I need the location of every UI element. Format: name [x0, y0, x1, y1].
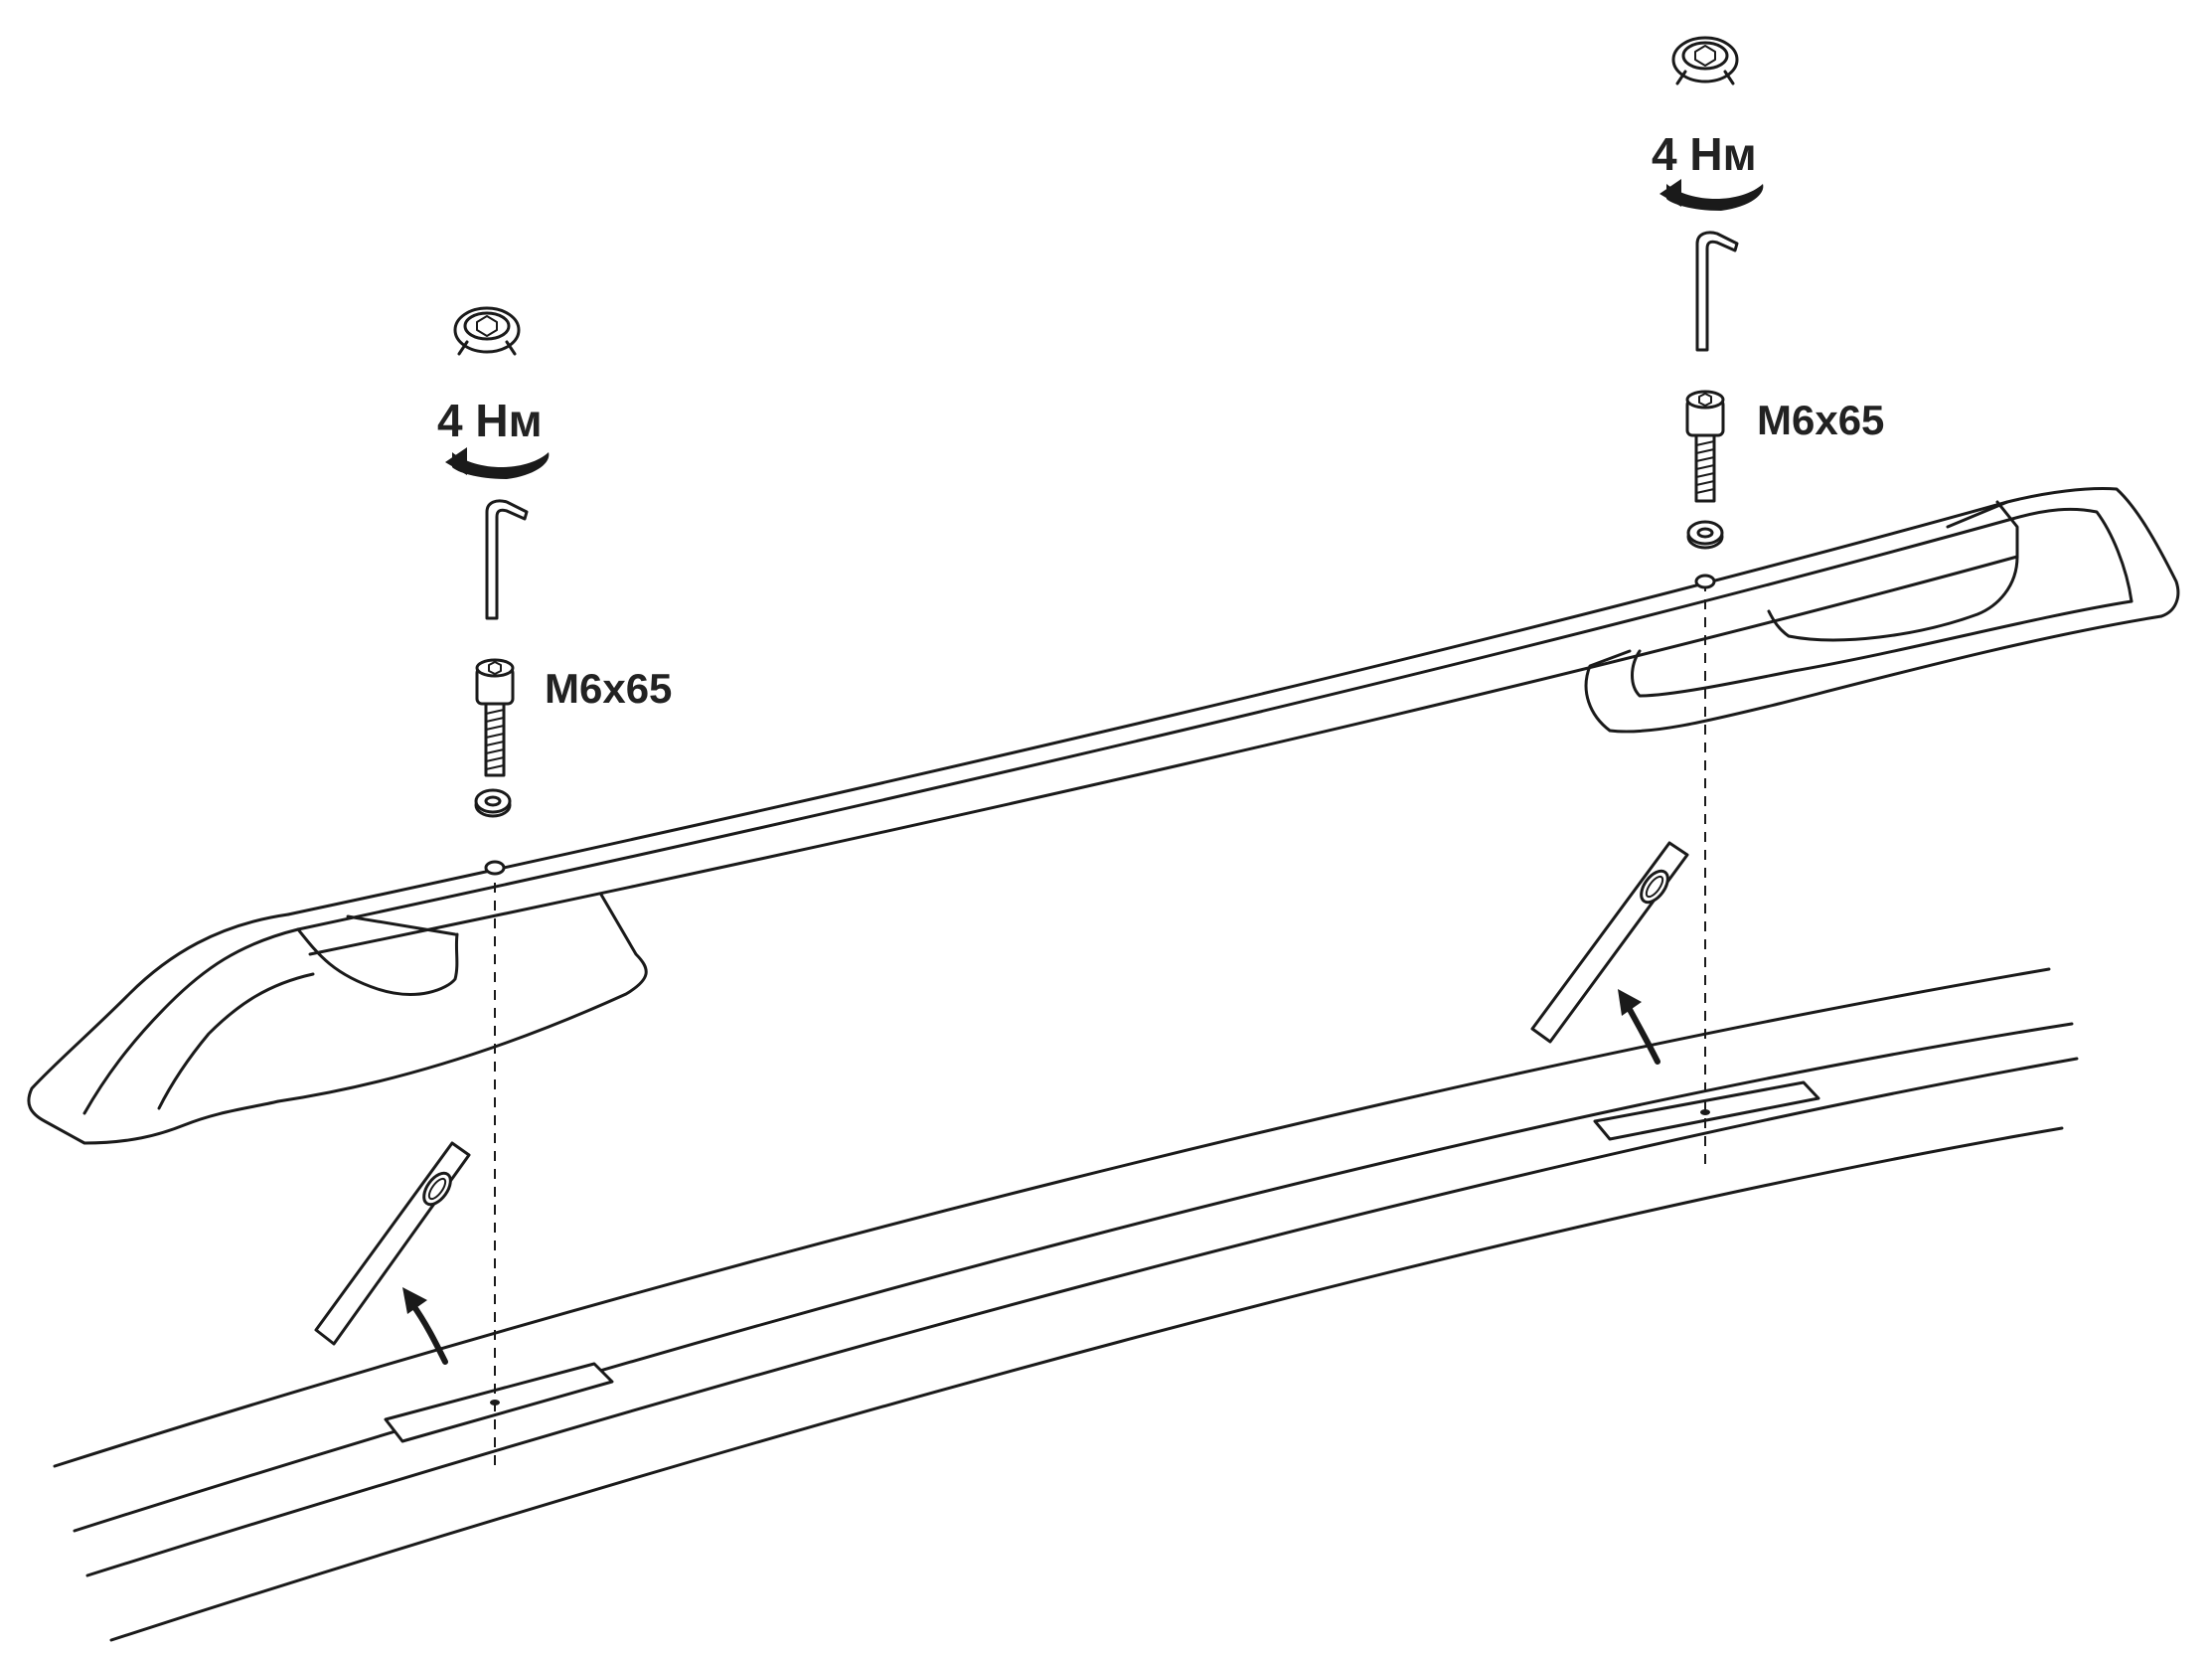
roof-rail — [27, 487, 2180, 1145]
roof-mount-pad-left — [384, 1362, 614, 1443]
car-roof-lines — [53, 967, 2079, 1642]
insert-arrow-icon — [1618, 989, 1660, 1065]
screw-size-label-right: M6x65 — [1757, 397, 1885, 443]
rotation-arrow-icon — [1659, 179, 1764, 211]
torque-label-right: 4 Нм — [1652, 128, 1757, 180]
screw-size-label-left: M6x65 — [545, 665, 673, 712]
hex-key-icon — [485, 499, 529, 620]
cap-nut-icon — [1671, 36, 1739, 85]
adhesive-pad-icon — [1530, 841, 1689, 1044]
rotation-arrow-icon — [445, 447, 550, 479]
torque-label-left: 4 Нм — [437, 395, 543, 446]
washer-icon — [474, 788, 512, 818]
roof-mount-pad-right — [1593, 1080, 1820, 1141]
hex-key-icon — [1695, 231, 1739, 352]
washer-icon — [1686, 520, 1724, 550]
adhesive-pad-icon — [314, 1141, 471, 1346]
insert-arrow-icon — [402, 1287, 448, 1365]
cap-nut-icon — [453, 306, 521, 356]
bolt-icon — [475, 658, 515, 777]
bolt-icon — [1685, 390, 1725, 503]
